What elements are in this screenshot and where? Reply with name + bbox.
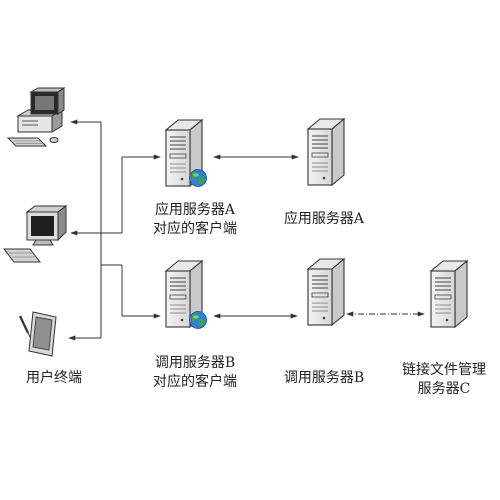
server-a-label-text: 应用服务器A <box>283 211 365 227</box>
server-a-label: 应用服务器A <box>274 210 374 229</box>
server-c-label-line1: 链接文件管理 <box>402 362 486 378</box>
user-terminal-label: 用户终端 <box>14 369 94 388</box>
crt-monitor-icon <box>2 205 68 263</box>
server-b-label-text: 调用服务器B <box>283 370 365 386</box>
client-a-server-icon <box>165 119 207 187</box>
desktop-computer-icon <box>6 87 66 147</box>
server-c-icon <box>430 260 468 328</box>
client-a-label-line2: 对应的客户端 <box>153 221 237 237</box>
client-b-label-line2: 对应的客户端 <box>153 374 237 390</box>
client-a-label-line1: 应用服务器A <box>154 202 236 218</box>
server-b-label: 调用服务器B <box>274 369 374 388</box>
user-terminal-label-text: 用户终端 <box>26 370 82 386</box>
client-b-label: 调用服务器B 对应的客户端 <box>140 354 250 392</box>
tablet-stylus-icon <box>19 311 57 357</box>
client-b-server-icon <box>165 260 207 329</box>
server-c-label-line2: 服务器C <box>417 381 471 397</box>
client-a-label: 应用服务器A 对应的客户端 <box>140 201 250 239</box>
server-c-label: 链接文件管理 服务器C <box>394 361 494 399</box>
server-b-icon <box>307 258 345 326</box>
server-a-icon <box>307 118 345 186</box>
client-b-label-line1: 调用服务器B <box>154 355 236 371</box>
